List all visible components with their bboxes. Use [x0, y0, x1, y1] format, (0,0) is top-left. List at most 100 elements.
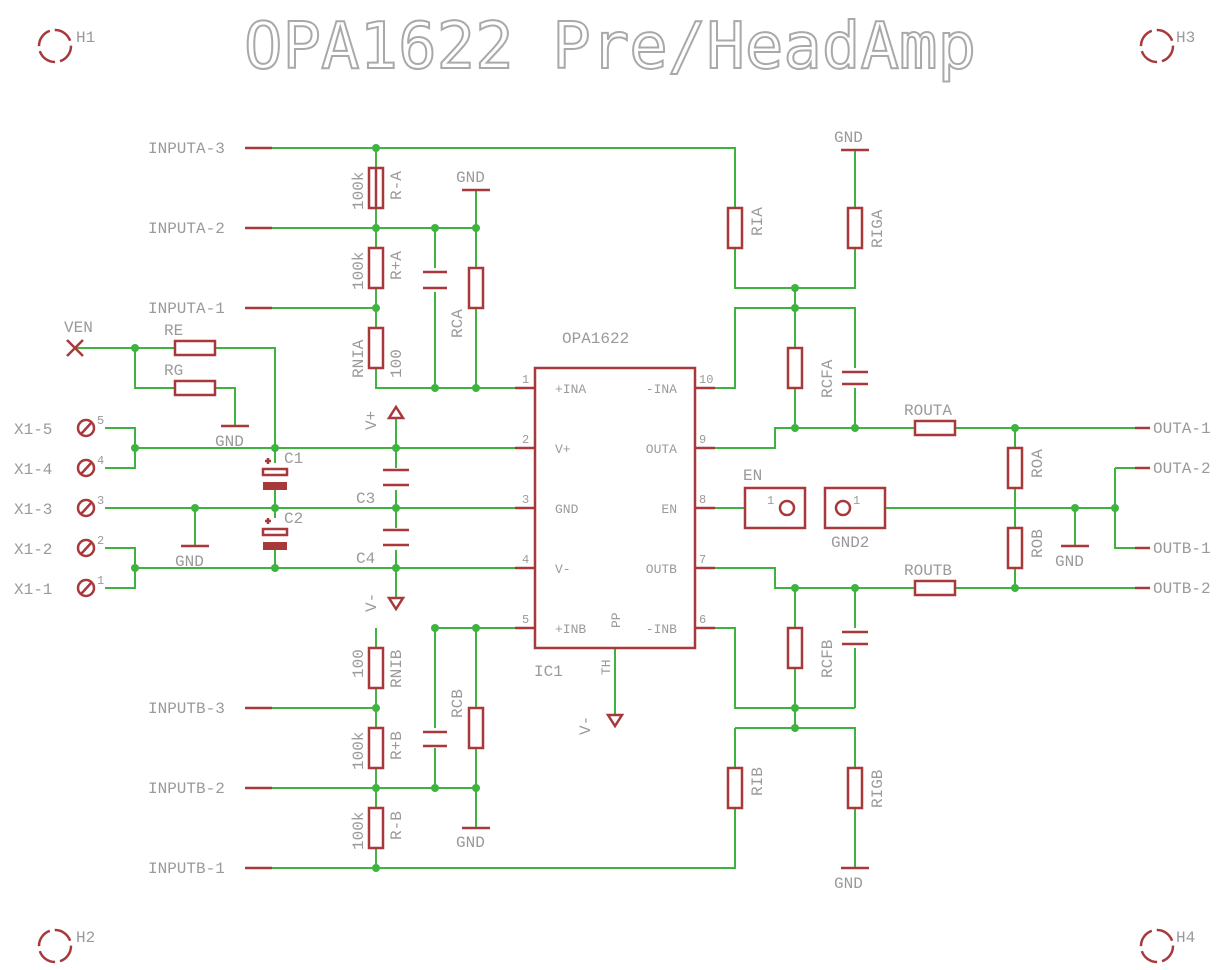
svg-text:GND: GND: [456, 834, 485, 852]
resistor-ria: RIA: [726, 206, 767, 250]
svg-text:RIGA: RIGA: [869, 209, 887, 248]
vplus-supply-symbol: V+: [363, 404, 406, 430]
svg-text:R+A: R+A: [388, 251, 406, 280]
svg-text:RIGB: RIGB: [869, 770, 887, 808]
svg-text:X1-5: X1-5: [14, 421, 52, 439]
resistor-roa: ROA: [1006, 446, 1047, 490]
svg-text:C1: C1: [284, 450, 303, 468]
net-label-outa2: OUTA-2: [1153, 460, 1211, 478]
svg-text:3: 3: [97, 494, 104, 508]
resistor-rib: RIB: [726, 766, 767, 810]
svg-text:GND: GND: [555, 502, 579, 517]
mounting-hole-h3: H3: [1139, 28, 1195, 64]
svg-text:V-: V-: [555, 562, 571, 577]
gnd-symbol-rigb: GND: [834, 866, 869, 893]
svg-text:X1-1: X1-1: [14, 581, 52, 599]
svg-text:V-: V-: [363, 593, 381, 612]
svg-text:IC1: IC1: [534, 663, 563, 681]
svg-text:V+: V+: [363, 411, 381, 430]
svg-text:100k: 100k: [350, 252, 368, 290]
svg-text:OUTB: OUTB: [646, 562, 677, 577]
svg-text:100k: 100k: [350, 732, 368, 770]
svg-text:VEN: VEN: [64, 319, 93, 337]
svg-text:100k: 100k: [350, 812, 368, 850]
svg-text:GND2: GND2: [831, 534, 869, 552]
mounting-hole-h1: H1: [37, 28, 95, 64]
capacitor-ccfb: [842, 630, 868, 646]
svg-text:ROB: ROB: [1029, 529, 1047, 558]
svg-text:ROA: ROA: [1029, 449, 1047, 478]
resistor-rca: RCA: [449, 266, 485, 338]
resistor-routa: ROUTA: [904, 402, 957, 437]
svg-text:OPA1622: OPA1622: [562, 330, 629, 348]
resistor-rcb: RCB: [449, 689, 485, 750]
capacitor-c1: C1: [261, 450, 303, 490]
svg-text:R-A: R-A: [388, 171, 406, 200]
svg-text:RG: RG: [164, 362, 183, 380]
net-label-outb2: OUTB-2: [1153, 580, 1211, 598]
net-label-inputa2: INPUTA-2: [148, 220, 225, 238]
svg-text:2: 2: [522, 433, 529, 447]
net-label-inputa3: INPUTA-3: [148, 140, 225, 158]
capacitor-c2: C2: [261, 510, 303, 550]
svg-text:X1-2: X1-2: [14, 541, 52, 559]
svg-text:9: 9: [699, 433, 706, 447]
svg-text:100: 100: [350, 649, 368, 678]
svg-text:X1-3: X1-3: [14, 501, 52, 519]
resistor-routb: ROUTB: [904, 562, 957, 597]
svg-text:4: 4: [522, 553, 529, 567]
svg-text:OUTA: OUTA: [646, 442, 677, 457]
svg-text:GND: GND: [456, 169, 485, 187]
gnd-symbol-top: GND: [456, 169, 490, 192]
svg-text:100: 100: [388, 349, 406, 378]
svg-text:TH: TH: [599, 659, 614, 675]
svg-text:C4: C4: [356, 550, 375, 568]
gnd-symbol-x1: GND: [175, 544, 209, 571]
svg-text:RNIA: RNIA: [350, 339, 368, 378]
vminus-supply-symbol-ic: V-: [577, 713, 625, 735]
svg-text:1: 1: [853, 494, 860, 508]
svg-text:RCA: RCA: [449, 309, 467, 338]
capacitor-cca: [423, 270, 447, 290]
svg-text:1: 1: [767, 494, 774, 508]
net-label-inputb1: INPUTB-1: [148, 860, 225, 878]
svg-text:H4: H4: [1176, 929, 1195, 947]
output-pins: OUTA-1 OUTA-2 OUTB-1 OUTB-2: [1135, 420, 1211, 598]
svg-text:ROUTA: ROUTA: [904, 402, 952, 420]
resistor-r-plus-a: 100k R+A: [350, 246, 406, 290]
svg-text:7: 7: [699, 553, 706, 567]
wires: [75, 147, 1135, 869]
svg-text:GND: GND: [834, 129, 863, 147]
svg-text:R-B: R-B: [388, 811, 406, 840]
jumper-en[interactable]: 1 EN: [743, 467, 807, 530]
svg-text:RNIB: RNIB: [388, 650, 406, 688]
svg-text:3: 3: [522, 493, 529, 507]
net-label-outb1: OUTB-1: [1153, 540, 1211, 558]
capacitor-ccfa: [842, 370, 868, 386]
resistor-rcfa: RCFA: [786, 346, 837, 398]
svg-text:RIA: RIA: [749, 207, 767, 236]
resistor-rg: RG: [164, 362, 217, 397]
svg-text:V+: V+: [555, 442, 571, 457]
vminus-supply-symbol: V-: [363, 593, 406, 612]
svg-text:C2: C2: [284, 510, 303, 528]
resistor-rigb: RIGB: [846, 766, 887, 810]
svg-text:1: 1: [522, 373, 529, 387]
jumper-gnd2[interactable]: 1 GND2: [823, 486, 887, 552]
svg-text:H1: H1: [76, 29, 95, 47]
svg-text:RCFB: RCFB: [819, 640, 837, 678]
ic-opa1622: OPA1622 IC1 PP TH +INA V+ GND V- +INB -I…: [515, 330, 715, 681]
svg-text:-INB: -INB: [646, 622, 677, 637]
resistor-r-b: 100k R-B: [350, 806, 406, 850]
svg-text:6: 6: [699, 613, 706, 627]
net-label-outa1: OUTA-1: [1153, 420, 1211, 438]
svg-text:X1-4: X1-4: [14, 461, 52, 479]
schematic-title: OPA1622 Pre/HeadAmp: [244, 10, 976, 84]
gnd-symbol-rg: GND: [215, 424, 249, 451]
resistor-rnia: RNIA 100: [350, 326, 406, 378]
resistor-rcfb: RCFB: [786, 626, 837, 678]
resistor-riga: RIGA: [846, 206, 887, 250]
net-label-inputb3: INPUTB-3: [148, 700, 225, 718]
svg-text:8: 8: [699, 493, 706, 507]
